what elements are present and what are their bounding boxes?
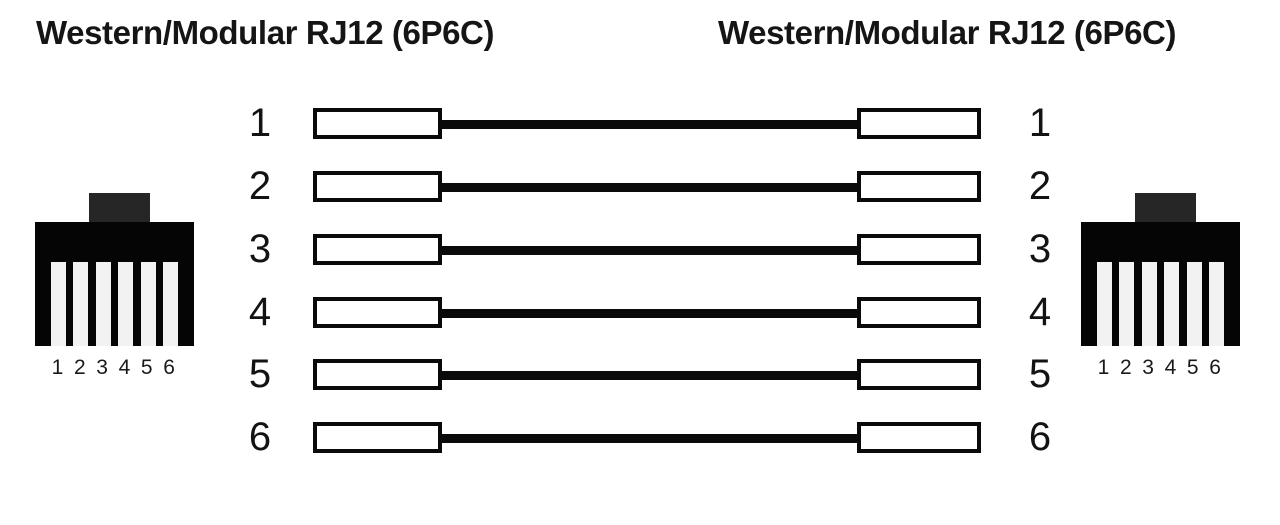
left-pin-pad <box>313 108 442 139</box>
connector-pin-1-icon <box>1097 262 1112 346</box>
left-connector-pin-numbers: 1 2 3 4 5 6 <box>51 356 178 379</box>
left-pin-pad <box>313 297 442 328</box>
connector-pin-4-icon <box>1164 262 1180 346</box>
left-pin-number: 5 <box>248 352 272 396</box>
left-pin-pad <box>313 422 442 453</box>
connector-pin-5-icon <box>140 262 156 346</box>
right-pin-number: 1 <box>1028 101 1052 145</box>
connector-pin-6-icon <box>1208 262 1224 346</box>
wire-row: 3 3 <box>0 227 1280 272</box>
wire-row: 6 6 <box>0 415 1280 460</box>
right-pin-pad <box>857 422 981 453</box>
connector-latch-tab-icon <box>89 193 150 224</box>
left-pin-number: 2 <box>248 164 272 208</box>
connector-pin-3-icon <box>95 262 111 346</box>
right-pin-number: 4 <box>1028 290 1052 334</box>
connector-pin-1-icon <box>51 262 66 346</box>
wire-row: 1 1 <box>0 101 1280 146</box>
left-pin-number: 6 <box>248 415 272 459</box>
connector-pins-group <box>51 262 178 346</box>
right-connector-title: Western/Modular RJ12 (6P6C) <box>718 14 1177 51</box>
connector-pin-4-icon <box>118 262 134 346</box>
right-pin-pad <box>857 171 981 202</box>
wire-row: 4 4 <box>0 290 1280 335</box>
right-pin-pad <box>857 297 981 328</box>
wire-row: 5 5 <box>0 352 1280 397</box>
connector-pin-5-icon <box>1186 262 1202 346</box>
connector-pin-2-icon <box>73 262 89 346</box>
left-pin-pad <box>313 171 442 202</box>
connector-pin-3-icon <box>1141 262 1157 346</box>
wire-line <box>440 120 859 129</box>
right-pin-number: 3 <box>1028 227 1052 271</box>
connector-pins-group <box>1097 262 1224 346</box>
right-pin-pad <box>857 108 981 139</box>
right-pin-number: 5 <box>1028 352 1052 396</box>
right-pin-number: 6 <box>1028 415 1052 459</box>
right-connector-pin-numbers: 1 2 3 4 5 6 <box>1097 356 1224 379</box>
left-pin-number: 3 <box>248 227 272 271</box>
wire-line <box>440 434 859 443</box>
right-pin-pad <box>857 234 981 265</box>
left-pin-pad <box>313 234 442 265</box>
right-pin-number: 2 <box>1028 164 1052 208</box>
connector-pin-2-icon <box>1119 262 1135 346</box>
wire-line <box>440 371 859 380</box>
wire-line <box>440 309 859 318</box>
connector-pin-6-icon <box>162 262 178 346</box>
right-pin-pad <box>857 359 981 390</box>
left-pin-number: 1 <box>248 101 272 145</box>
left-connector-title: Western/Modular RJ12 (6P6C) <box>36 14 495 51</box>
wire-row: 2 2 <box>0 164 1280 209</box>
left-pin-number: 4 <box>248 290 272 334</box>
wire-line <box>440 246 859 255</box>
connector-latch-tab-icon <box>1135 193 1196 224</box>
wire-line <box>440 183 859 192</box>
left-pin-pad <box>313 359 442 390</box>
